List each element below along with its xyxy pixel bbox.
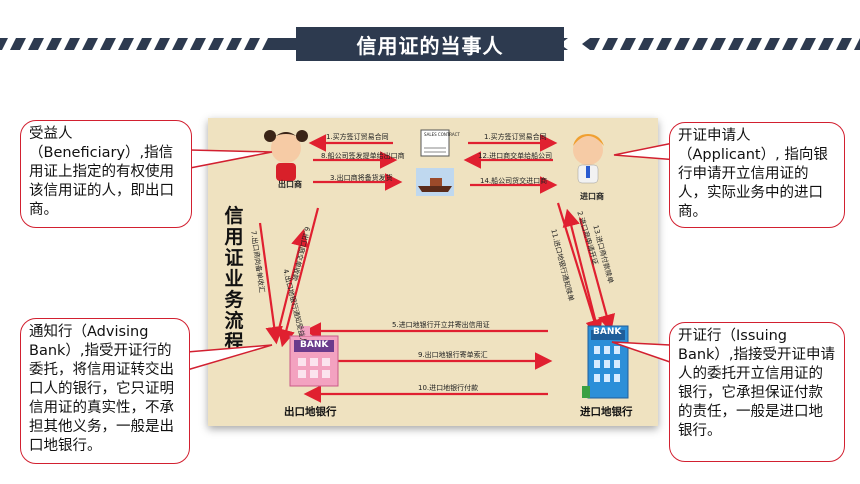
arrow-6 <box>276 228 309 334</box>
arrow-4 <box>277 207 320 348</box>
step-1a: 1.买方签订贸易合同 <box>326 133 389 141</box>
ship-icon <box>416 168 454 196</box>
callout-advising: 通知行（Advising Bank）,指受开证行的委托，将信用证转交出口人的银行… <box>20 318 190 464</box>
step-3: 3.出口商将备货发货 <box>330 174 393 182</box>
arrow-11 <box>562 208 598 324</box>
connector-beneficiary <box>189 149 273 169</box>
step-9: 9.出口地银行寄单索汇 <box>418 351 488 359</box>
importer-label: 进口商 <box>580 192 604 201</box>
import-bank-label: 进口地银行 <box>580 406 633 418</box>
contract-icon <box>420 129 450 157</box>
connector-issuing <box>611 341 671 363</box>
step-10: 10.进口地银行付款 <box>418 384 479 392</box>
page-title: 信用证的当事人 <box>296 27 564 61</box>
step-5: 5.进口地银行开立并寄出信用证 <box>392 321 490 329</box>
connector-advising <box>186 344 273 371</box>
arrow-13 <box>578 217 616 333</box>
exporter-label: 出口商 <box>278 180 302 189</box>
export-bank-label: 出口地银行 <box>284 406 337 418</box>
import-bank-sign: BANK <box>593 327 622 337</box>
vertical-title: 信用证业务流程 <box>224 205 244 353</box>
connector-applicant <box>613 141 679 161</box>
callout-applicant: 开证申请人（Applicant）, 指向银行申请开立信用证的人，实际业务中的进口… <box>669 122 845 228</box>
contract-sign: SALES CONTRACT <box>424 132 460 137</box>
step-14: 14.船公司货交进口商 <box>480 177 548 185</box>
step-8: 8.船公司签发提单给出口商 <box>321 152 405 160</box>
step-1b: 1.买方签订贸易合同 <box>484 133 547 141</box>
callout-issuing: 开证行（Issuing Bank）,指接受开证申请人的委托开立信用证的银行，它承… <box>669 322 845 462</box>
export-bank-sign: BANK <box>300 340 329 350</box>
arrow-7 <box>258 222 283 345</box>
lc-flow-diagram: 信用证业务流程 出口商 进口商 SALES CONTRACT 1.买方签订贸易合… <box>208 118 658 426</box>
callout-beneficiary: 受益人（Beneficiary）,指信用证上指定的有权使用该信用证的人，即出口商… <box>20 120 192 228</box>
step-12: 12.进口商交单给船公司 <box>478 152 553 160</box>
import-bank-icon <box>582 325 629 399</box>
importer-figure <box>573 134 604 184</box>
export-bank-icon <box>289 326 339 387</box>
flow-arrows <box>258 129 629 403</box>
header-band <box>0 38 860 50</box>
exporter-figure <box>264 130 308 181</box>
